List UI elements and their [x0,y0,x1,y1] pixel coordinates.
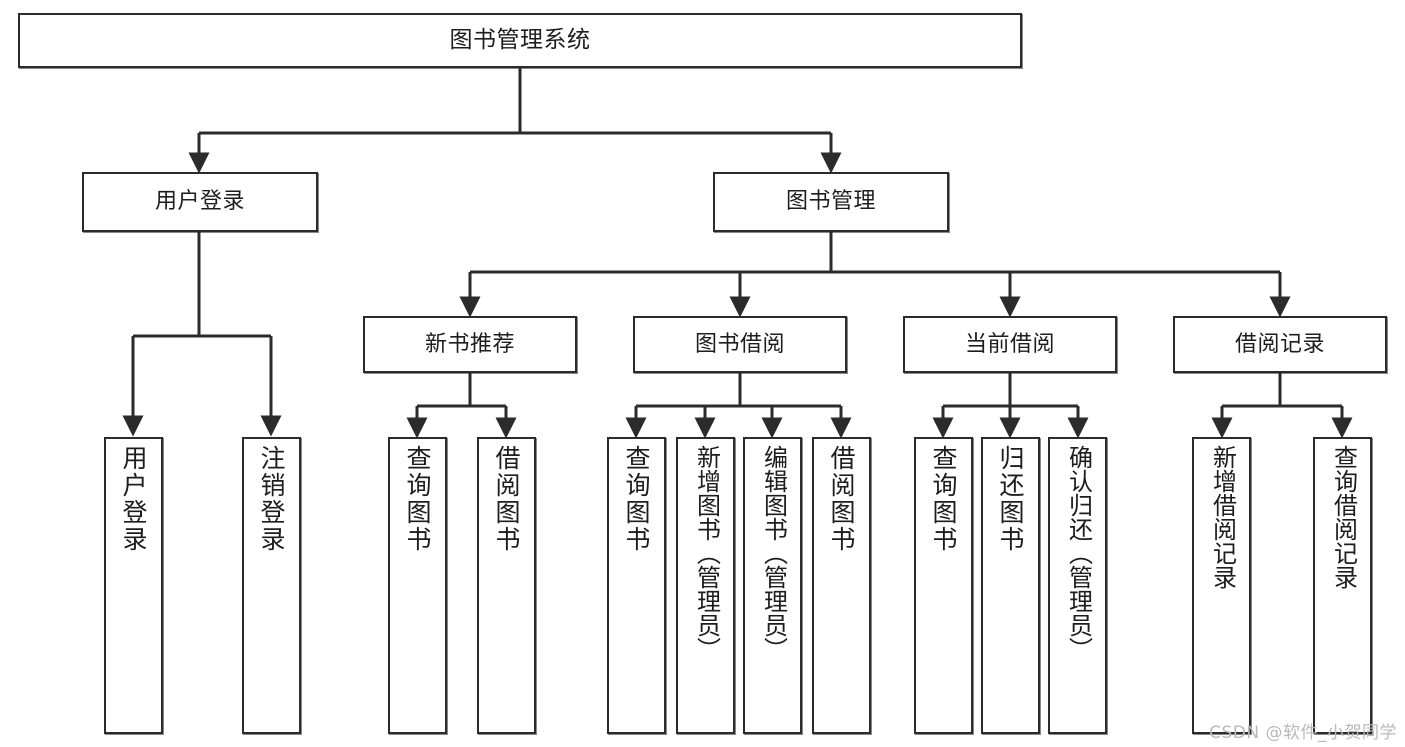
leaf-record-add-label: 新增借阅记录 [1208,445,1237,589]
leaf-user-login-login[interactable]: 用户登录 [104,437,163,734]
leaf-borrow-borrow-book[interactable]: 借阅图书 [812,437,871,734]
leaf-borrow-add-book[interactable]: 新增图书（管理员） [676,437,735,734]
node-book-borrow[interactable]: 图书借阅 [633,316,847,373]
node-user-login[interactable]: 用户登录 [82,172,318,232]
node-current-borrow-label: 当前借阅 [964,331,1055,357]
leaf-current-query-book[interactable]: 查询图书 [914,437,973,734]
node-book-borrow-label: 图书借阅 [694,331,785,357]
node-root[interactable]: 图书管理系统 [18,13,1022,68]
node-current-borrow[interactable]: 当前借阅 [903,316,1117,373]
leaf-current-query-book-label: 查询图书 [929,445,958,553]
leaf-new-book-borrow-label: 借阅图书 [492,445,521,553]
leaf-borrow-edit-book-label: 编辑图书（管理员） [759,445,788,661]
node-root-label: 图书管理系统 [449,27,591,54]
node-book-management[interactable]: 图书管理 [713,172,949,232]
leaf-borrow-query-book[interactable]: 查询图书 [607,437,666,734]
watermark: CSDN @软件_小贺同学 [1209,723,1397,743]
node-borrow-record[interactable]: 借阅记录 [1173,316,1387,373]
leaf-record-add[interactable]: 新增借阅记录 [1192,437,1251,734]
leaf-record-query-label: 查询借阅记录 [1329,445,1358,589]
leaf-record-query[interactable]: 查询借阅记录 [1313,437,1372,734]
node-book-management-label: 图书管理 [785,189,876,215]
leaf-borrow-edit-book[interactable]: 编辑图书（管理员） [743,437,802,734]
leaf-new-book-query[interactable]: 查询图书 [388,437,447,734]
leaf-user-login-login-label: 用户登录 [119,445,148,553]
node-new-book-recommend[interactable]: 新书推荐 [363,316,577,373]
leaf-borrow-query-book-label: 查询图书 [622,445,651,553]
leaf-current-return-book-label: 归还图书 [996,445,1025,553]
leaf-user-login-logout-label: 注销登录 [257,445,286,553]
node-user-login-label: 用户登录 [154,189,245,215]
leaf-current-confirm-return-label: 确认归还（管理员） [1064,445,1093,661]
leaf-borrow-add-book-label: 新增图书（管理员） [692,445,721,661]
node-borrow-record-label: 借阅记录 [1234,331,1325,357]
leaf-current-confirm-return[interactable]: 确认归还（管理员） [1048,437,1107,734]
leaf-borrow-borrow-book-label: 借阅图书 [827,445,856,553]
leaf-user-login-logout[interactable]: 注销登录 [242,437,301,734]
leaf-new-book-query-label: 查询图书 [403,445,432,553]
node-new-book-recommend-label: 新书推荐 [424,331,515,357]
leaf-new-book-borrow[interactable]: 借阅图书 [477,437,536,734]
leaf-current-return-book[interactable]: 归还图书 [981,437,1040,734]
